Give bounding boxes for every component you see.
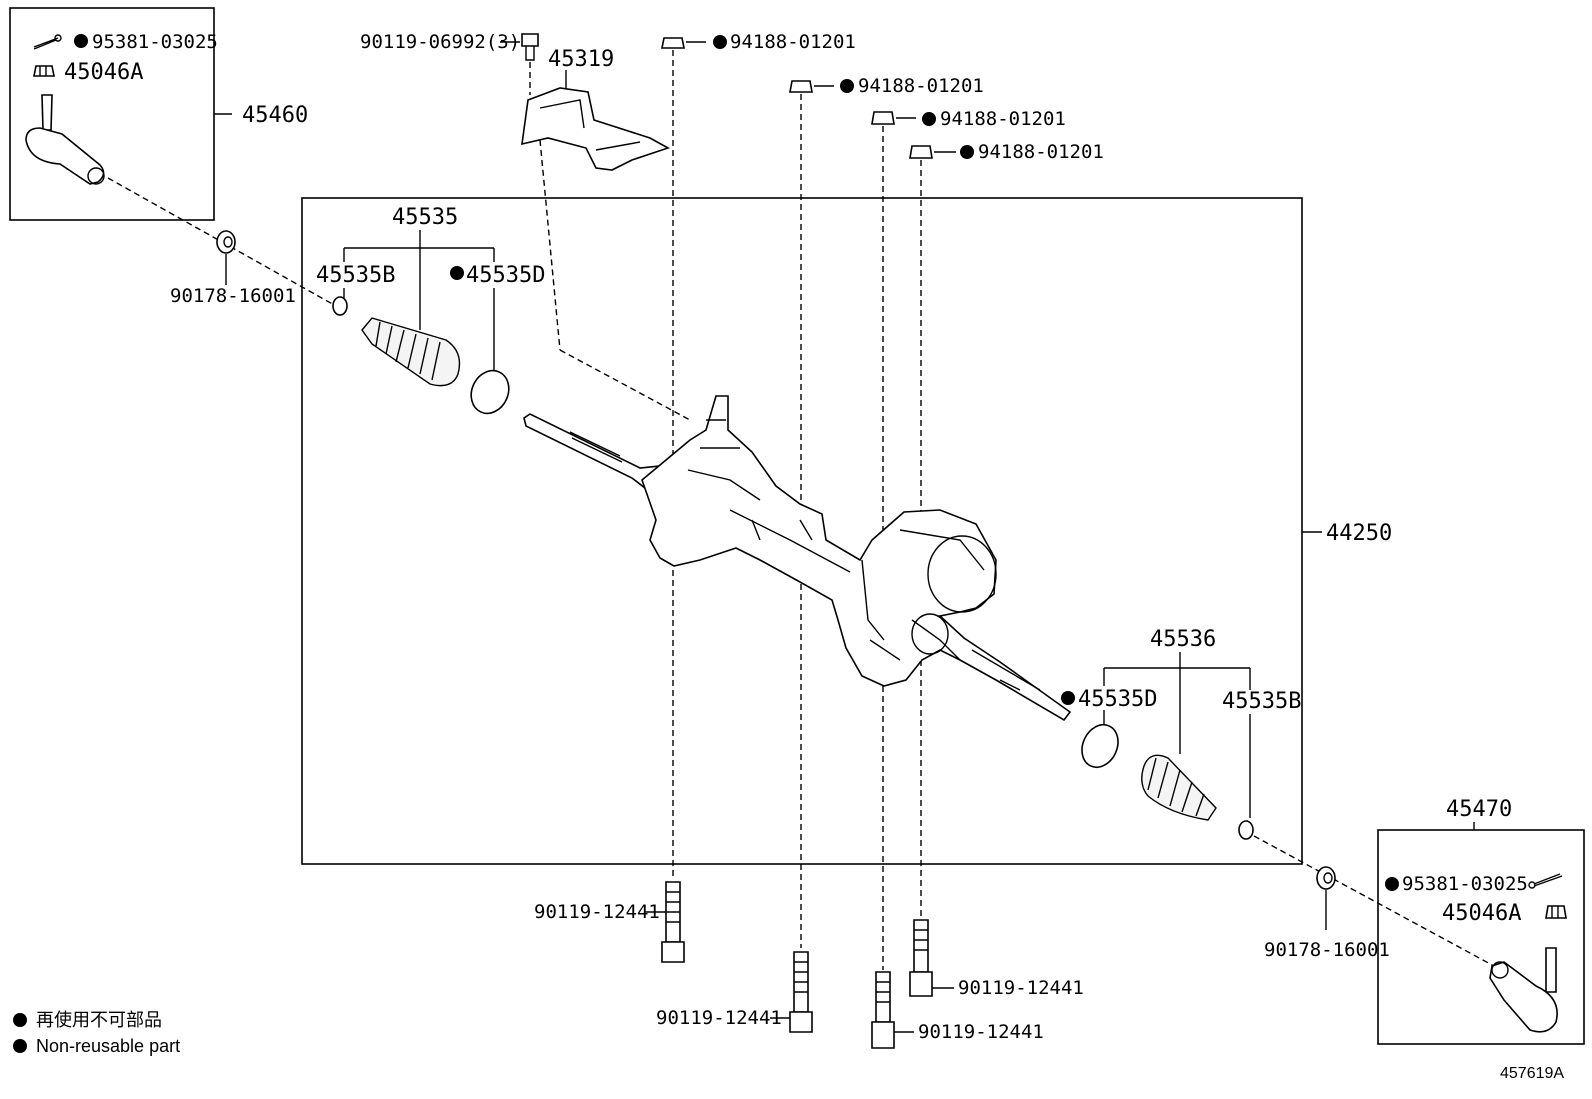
label-cotter-pin-right: 95381-03025 [1402,873,1528,895]
label-boot-left: 45535 [392,205,458,230]
non-reusable-marker [713,35,727,49]
band-right-icon [1081,724,1119,768]
label-bolt-1: 90119-12441 [534,901,660,923]
steering-rack-icon [523,395,1072,722]
label-band-right: 45535D [1078,687,1157,712]
castle-nut-right-icon [1545,905,1567,919]
flange-bolt-icon [521,33,539,61]
non-reusable-marker [960,145,974,159]
label-washer-right: 90178-16001 [1264,939,1390,961]
bracket-icon [521,87,670,171]
label-nut-right: 45046A [1442,901,1521,926]
label-tie-rod-end-right: 45470 [1446,797,1512,822]
bolt-3-icon [909,919,933,997]
nut-2-icon [789,80,813,93]
non-reusable-marker [840,79,854,93]
label-bolt-4: 90119-12441 [918,1021,1044,1043]
label-clamp-right: 45535B [1222,689,1301,714]
non-reusable-marker [450,266,464,280]
legend-marker [13,1039,27,1053]
bolt-1-icon [661,881,685,963]
legend-marker [13,1013,27,1027]
label-nut-3: 94188-01201 [940,108,1066,130]
clamp-right-icon [1238,820,1254,840]
nut-1-icon [661,37,685,49]
label-bolt-top: 90119-06992(3) [360,31,520,53]
figure-number: 457619A [1500,1065,1564,1082]
legend-japanese: 再使用不可部品 [36,1010,162,1030]
label-bolt-3: 90119-12441 [958,977,1084,999]
label-bracket: 45319 [548,47,614,72]
label-nut-1: 94188-01201 [730,31,856,53]
label-boot-right: 45536 [1150,627,1216,652]
nut-3-icon [871,111,895,125]
cotter-pin-left-icon [33,34,62,50]
bolt-4-icon [871,971,895,1049]
boot-right-icon [1141,754,1217,821]
label-nut-left: 45046A [64,60,143,85]
boot-left-icon [361,317,461,387]
label-nut-2: 94188-01201 [858,75,984,97]
nut-4-icon [909,145,933,159]
clamp-left-icon [332,296,348,316]
tie-rod-end-left-icon [25,94,105,185]
washer-right-icon [1316,866,1336,890]
label-nut-4: 94188-01201 [978,141,1104,163]
non-reusable-marker [1385,877,1399,891]
label-washer-left: 90178-16001 [170,285,296,307]
cotter-pin-right-icon [1528,873,1563,889]
band-left-icon [470,369,510,415]
tie-rod-end-right-box [1377,829,1585,1045]
bolt-2-icon [789,951,813,1033]
label-band-left: 45535D [466,263,545,288]
washer-left-icon [216,230,236,254]
legend-english: Non-reusable part [36,1036,180,1056]
non-reusable-marker [74,34,88,48]
label-tie-rod-end-left: 45460 [242,103,308,128]
label-bolt-2: 90119-12441 [656,1007,782,1029]
label-clamp-left: 45535B [316,263,395,288]
non-reusable-marker [922,112,936,126]
label-gear-assembly: 44250 [1326,521,1392,546]
gear-assembly-box [301,197,1303,865]
non-reusable-marker [1061,691,1075,705]
label-cotter-pin-left: 95381-03025 [92,31,218,53]
castle-nut-left-icon [33,65,55,77]
tie-rod-end-right-icon [1489,947,1558,1033]
